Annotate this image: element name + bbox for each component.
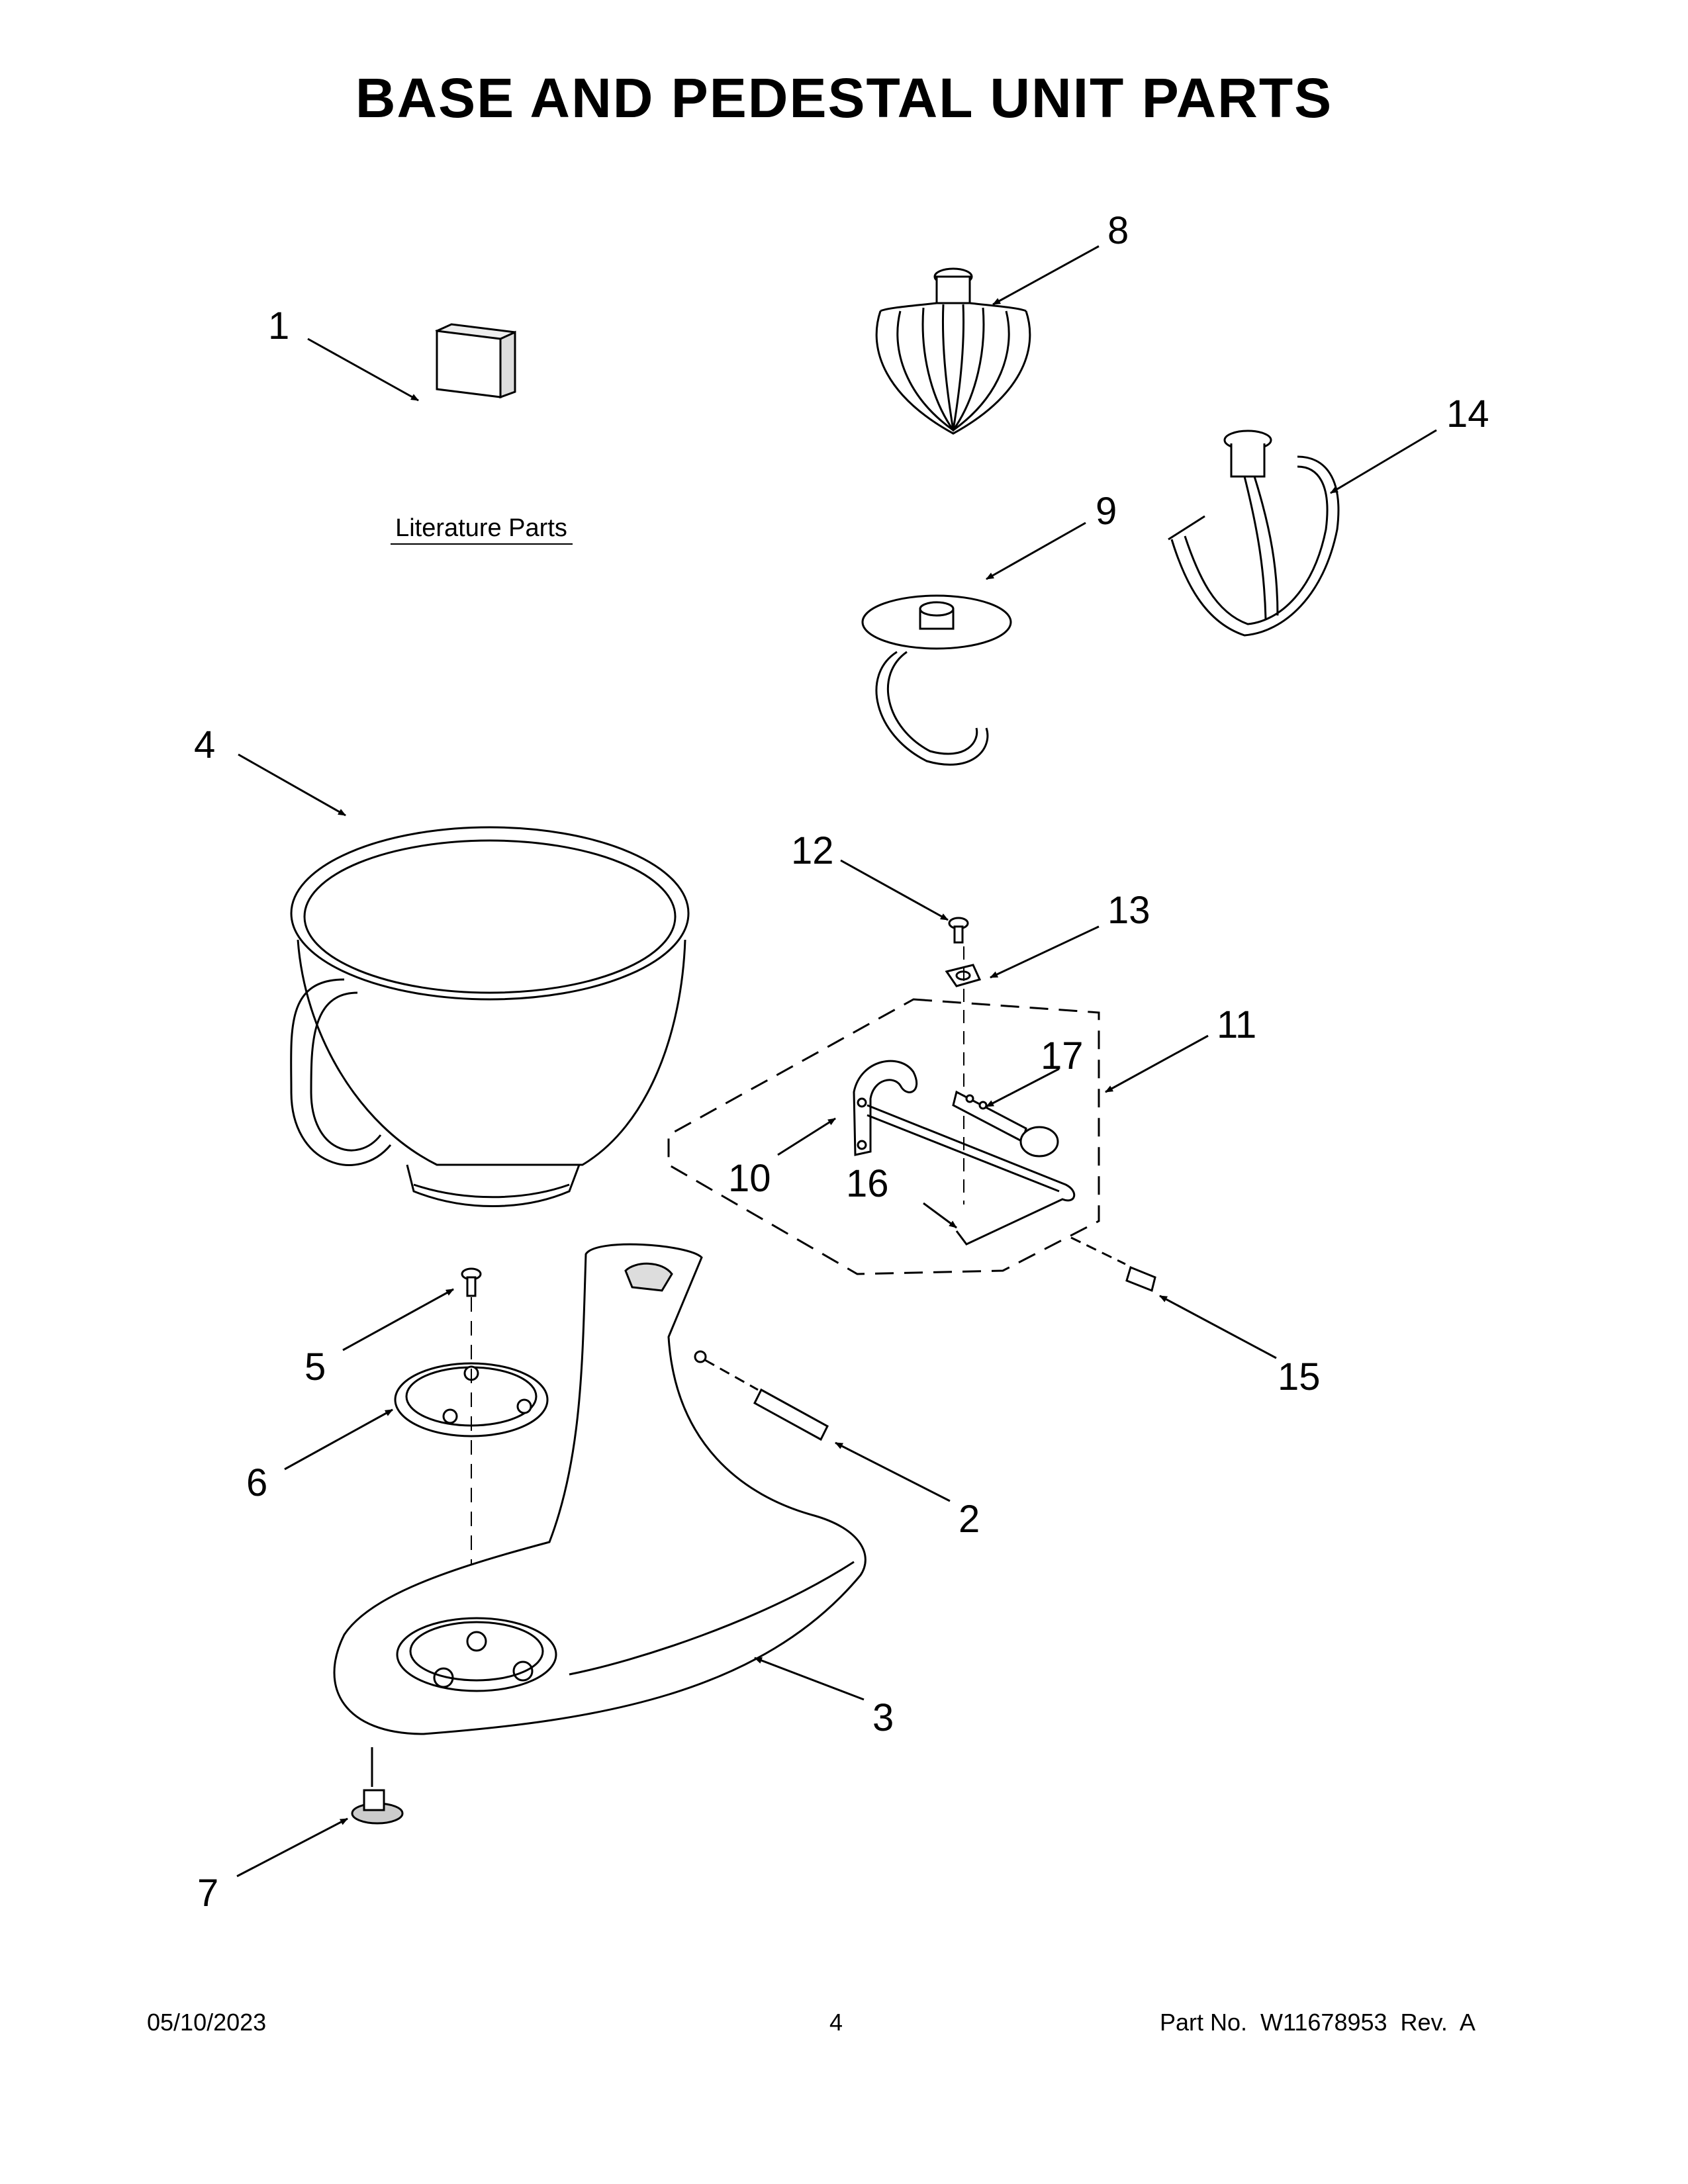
footer-date: 05/10/2023 (147, 2009, 267, 2036)
callout-4: 4 (194, 723, 215, 766)
leader-15 (1159, 1295, 1277, 1359)
screw-12 (948, 917, 969, 944)
pin-15 (1070, 1236, 1156, 1293)
literature-booklet (435, 323, 516, 399)
leader-6 (284, 1408, 393, 1471)
leader-9 (986, 522, 1086, 580)
callout-12: 12 (791, 829, 834, 872)
leader-14 (1330, 429, 1437, 494)
callout-15: 15 (1278, 1355, 1321, 1398)
leader-11 (1105, 1034, 1209, 1093)
callout-14: 14 (1446, 392, 1489, 435)
callout-7: 7 (197, 1872, 218, 1915)
callout-2: 2 (959, 1498, 980, 1541)
leader-5 (342, 1288, 454, 1351)
callout-6: 6 (246, 1461, 267, 1504)
hinge-pin-2 (704, 1359, 829, 1441)
leader-2 (835, 1441, 951, 1502)
mixing-bowl (290, 826, 690, 1207)
literature-label: Literature Parts (395, 514, 567, 542)
leader-4 (238, 753, 346, 817)
page-title: BASE AND PEDESTAL UNIT PARTS (355, 67, 1333, 129)
callout-9: 9 (1096, 490, 1117, 533)
rubber-foot-7 (351, 1747, 404, 1825)
footer-part-number: Part No. W11678953 Rev. A (1160, 2009, 1476, 2036)
leader-12 (840, 859, 949, 921)
leader-8 (992, 245, 1100, 306)
pedestal-base (333, 1243, 867, 1735)
leader-10 (777, 1117, 836, 1156)
lever-17 (952, 1090, 1059, 1158)
leader-7 (236, 1817, 348, 1878)
leader-13 (990, 925, 1100, 979)
dough-hook (861, 594, 1012, 766)
rod-16 (867, 1104, 1076, 1246)
callout-11: 11 (1217, 1003, 1256, 1046)
callout-13: 13 (1107, 889, 1150, 932)
wire-whip (875, 267, 1031, 435)
callout-10: 10 (728, 1157, 771, 1200)
assembly-outline-11 (667, 998, 1100, 1275)
callout-17: 17 (1041, 1034, 1084, 1077)
leader-arrows (236, 245, 1437, 1878)
leader-17 (986, 1068, 1060, 1108)
screw-5 (461, 1267, 482, 1297)
leader-16 (923, 1202, 957, 1229)
bracket-10 (853, 1060, 918, 1156)
callout-3: 3 (872, 1696, 894, 1739)
leader-1 (307, 338, 419, 402)
callout-8: 8 (1107, 209, 1129, 252)
callout-5: 5 (305, 1345, 326, 1388)
leader-3 (754, 1657, 865, 1701)
footer-page-number: 4 (829, 2009, 843, 2036)
flat-beater (1168, 430, 1340, 637)
callout-16: 16 (846, 1162, 889, 1205)
callout-1: 1 (268, 304, 289, 347)
